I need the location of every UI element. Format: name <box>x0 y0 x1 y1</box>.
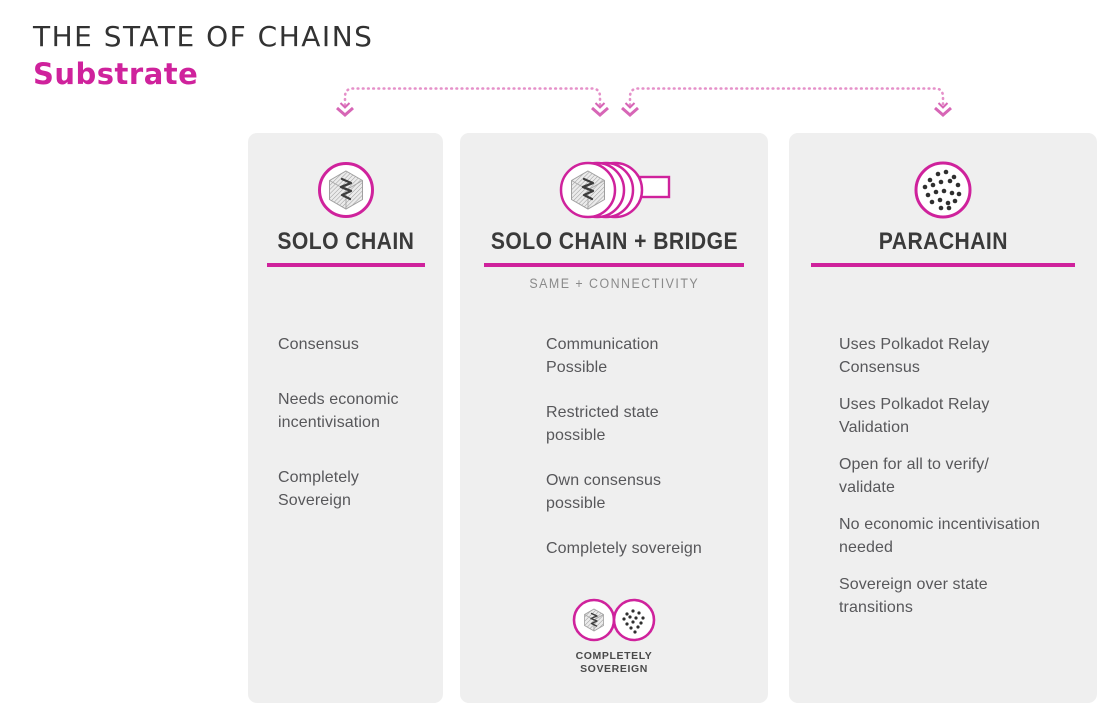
page-title: THE STATE OF CHAINS <box>33 20 374 53</box>
list-item: Needs economic incentivisation <box>278 391 399 431</box>
list-item: Communication Possible <box>546 336 659 376</box>
list-item: Own consensus possible <box>546 472 662 512</box>
heading-underline <box>811 263 1075 267</box>
list-item: Restricted state possible <box>546 404 659 444</box>
list-item: Sovereign over state transitions <box>839 576 988 616</box>
arrow-bridge-to-parachain <box>621 87 952 117</box>
list-item: No economic incentivisation needed <box>839 516 1041 556</box>
card-solo-chain: SOLO CHAIN Consensus Needs economic ince… <box>248 133 443 703</box>
arrow-solo-to-bridge <box>336 87 609 117</box>
card-heading: SOLO CHAIN <box>276 228 414 255</box>
list-item: Completely Sovereign <box>278 469 360 509</box>
list-item: Open for all to verify/ validate <box>839 456 989 496</box>
completely-sovereign-icon <box>572 598 656 642</box>
page-subtitle: Substrate <box>33 57 199 91</box>
list-item: Uses Polkadot Relay Validation <box>839 396 990 436</box>
parachain-dots-icon <box>789 159 1097 221</box>
heading-underline <box>266 263 425 267</box>
heading-underline <box>484 263 744 267</box>
card-heading: PARACHAIN <box>878 228 1008 255</box>
list-item: Uses Polkadot Relay Consensus <box>839 336 990 376</box>
solo-chain-cube-icon <box>248 159 443 221</box>
card-solo-chain-bridge: SOLO CHAIN + BRIDGE SAME + CONNECTIVITY … <box>460 133 768 703</box>
feature-list: Uses Polkadot Relay Consensus Uses Polka… <box>839 333 1089 633</box>
feature-list: Communication Possible Restricted state … <box>546 333 760 582</box>
solo-chain-bridge-icon <box>460 159 768 221</box>
completely-sovereign-badge: COMPLETELY SOVEREIGN <box>460 597 768 676</box>
list-item: Completely sovereign <box>546 540 702 557</box>
list-item: Consensus <box>278 336 359 353</box>
card-heading: SOLO CHAIN + BRIDGE <box>490 228 738 255</box>
feature-list: Consensus Needs economic incentivisation… <box>278 333 435 544</box>
card-subheading: SAME + CONNECTIVITY <box>529 276 699 291</box>
card-parachain: PARACHAIN Uses Polkadot Relay Consensus … <box>789 133 1097 703</box>
badge-label: COMPLETELY SOVEREIGN <box>575 650 653 675</box>
